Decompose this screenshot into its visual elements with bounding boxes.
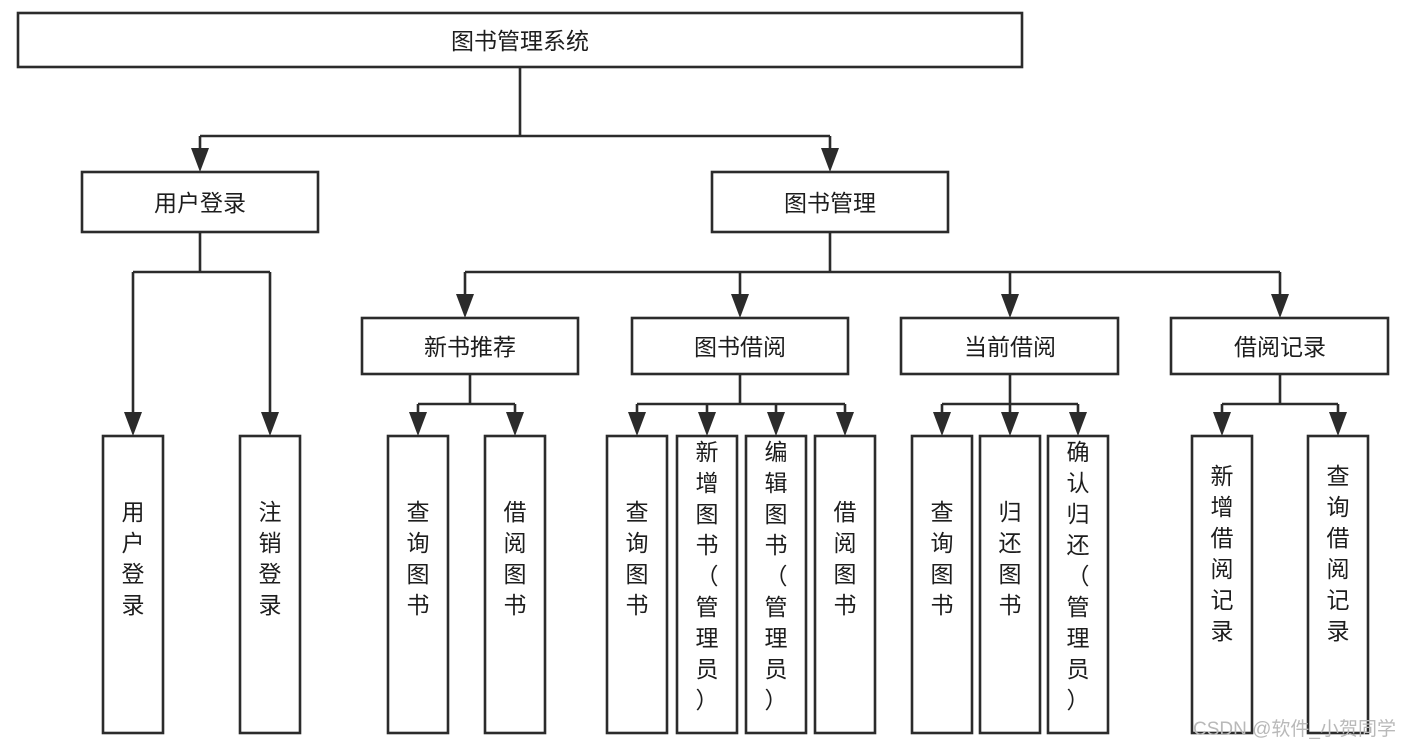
node-user-login-box[interactable] bbox=[80, 170, 320, 234]
node-new-book-rec[interactable]: 新书推荐 bbox=[360, 316, 580, 376]
arrow-to-new-book-rec bbox=[456, 294, 474, 318]
leaf-node-leaf-add-record[interactable]: 新增借阅记录 bbox=[1190, 434, 1254, 735]
leaf-user-logout-box[interactable] bbox=[238, 434, 302, 735]
node-book-manage[interactable]: 图书管理 bbox=[710, 170, 950, 234]
leaf-return-book-box[interactable] bbox=[978, 434, 1042, 735]
edge-borrowrecord-bus bbox=[1220, 374, 1340, 412]
leaf-query-book-1-label: 查询图书 bbox=[407, 499, 430, 618]
arrow-to-borrow-record bbox=[1271, 294, 1289, 318]
node-borrow-record-box[interactable] bbox=[1169, 316, 1390, 376]
arrow-to-leaf-query-book-3 bbox=[933, 412, 951, 436]
leaf-query-book-3-label: 查询图书 bbox=[931, 499, 954, 618]
edge-userlogin-bus bbox=[131, 232, 272, 412]
leaf-edit-book-label: 编辑图书（管理员） bbox=[765, 439, 788, 713]
node-borrow-record[interactable]: 借阅记录 bbox=[1169, 316, 1390, 376]
leaf-node-leaf-edit-book[interactable]: 编辑图书（管理员） bbox=[744, 434, 808, 735]
node-book-borrow-label: 图书借阅 bbox=[694, 334, 786, 360]
leaf-user-logout-label: 注销登录 bbox=[259, 499, 282, 618]
leaf-query-book-3-box[interactable] bbox=[910, 434, 974, 735]
arrow-to-user-login bbox=[191, 148, 209, 172]
leaf-node-leaf-user-login[interactable]: 用户登录 bbox=[101, 434, 165, 735]
leaf-user-login-box[interactable] bbox=[101, 434, 165, 735]
leaf-return-book-label: 归还图书 bbox=[999, 499, 1022, 618]
node-user-login[interactable]: 用户登录 bbox=[80, 170, 320, 234]
arrow-to-current-borrow bbox=[1001, 294, 1019, 318]
node-book-manage-label: 图书管理 bbox=[784, 190, 876, 216]
leaf-add-book-label: 新增图书（管理员） bbox=[696, 439, 719, 713]
arrow-to-leaf-borrow-book-1 bbox=[506, 412, 524, 436]
edge-newbook-bus bbox=[416, 374, 517, 412]
arrow-to-leaf-query-book-2 bbox=[628, 412, 646, 436]
arrow-to-leaf-return-book bbox=[1001, 412, 1019, 436]
leaf-query-book-1-box[interactable] bbox=[386, 434, 450, 735]
leaf-query-record-box[interactable] bbox=[1306, 434, 1370, 735]
leaf-confirm-return-label: 确认归还（管理员） bbox=[1067, 439, 1090, 713]
node-root[interactable]: 图书管理系统 bbox=[16, 11, 1024, 69]
node-book-borrow-box[interactable] bbox=[630, 316, 850, 376]
leaf-node-leaf-return-book[interactable]: 归还图书 bbox=[978, 434, 1042, 735]
leaf-query-book-2-label: 查询图书 bbox=[626, 499, 649, 618]
leaf-add-record-box[interactable] bbox=[1190, 434, 1254, 735]
leaf-nodes: 用户登录 注销登录 查询图书 借阅图书 查询图书 新 bbox=[101, 434, 1370, 735]
node-current-borrow-label: 当前借阅 bbox=[964, 334, 1056, 360]
node-root-label: 图书管理系统 bbox=[451, 28, 589, 54]
leaf-add-book-box[interactable] bbox=[675, 434, 739, 735]
leaf-node-leaf-user-logout[interactable]: 注销登录 bbox=[238, 434, 302, 735]
leaf-node-leaf-add-book[interactable]: 新增图书（管理员） bbox=[675, 434, 739, 735]
leaf-node-leaf-query-book-3[interactable]: 查询图书 bbox=[910, 434, 974, 735]
node-root-box[interactable] bbox=[16, 11, 1024, 69]
node-new-book-rec-box[interactable] bbox=[360, 316, 580, 376]
leaf-node-leaf-confirm-return[interactable]: 确认归还（管理员） bbox=[1046, 434, 1110, 735]
leaf-add-record-label: 新增借阅记录 bbox=[1211, 463, 1234, 644]
leaf-query-book-2-box[interactable] bbox=[605, 434, 669, 735]
leaf-query-record-label: 查询借阅记录 bbox=[1327, 463, 1350, 644]
node-current-borrow-box[interactable] bbox=[899, 316, 1120, 376]
arrow-to-leaf-borrow-book-2 bbox=[836, 412, 854, 436]
node-new-book-rec-label: 新书推荐 bbox=[424, 334, 516, 360]
node-book-borrow[interactable]: 图书借阅 bbox=[630, 316, 850, 376]
leaf-confirm-return-box[interactable] bbox=[1046, 434, 1110, 735]
connectors bbox=[124, 67, 1347, 436]
arrow-to-leaf-confirm-return bbox=[1069, 412, 1087, 436]
leaf-node-leaf-borrow-book-2[interactable]: 借阅图书 bbox=[813, 434, 877, 735]
leaf-borrow-book-2-label: 借阅图书 bbox=[834, 499, 857, 618]
edge-root-bus bbox=[198, 67, 832, 160]
arrow-to-leaf-add-record bbox=[1213, 412, 1231, 436]
leaf-borrow-book-1-label: 借阅图书 bbox=[504, 499, 527, 618]
leaf-borrow-book-2-box[interactable] bbox=[813, 434, 877, 735]
arrow-to-leaf-edit-book bbox=[767, 412, 785, 436]
edge-bookborrow-bus bbox=[635, 374, 847, 412]
leaf-borrow-book-1-box[interactable] bbox=[483, 434, 547, 735]
edge-currentborrow-bus bbox=[940, 374, 1080, 412]
leaf-edit-book-box[interactable] bbox=[744, 434, 808, 735]
arrow-to-book-manage bbox=[821, 148, 839, 172]
leaf-node-leaf-query-book-2[interactable]: 查询图书 bbox=[605, 434, 669, 735]
leaf-user-login-label: 用户登录 bbox=[122, 499, 145, 618]
node-current-borrow[interactable]: 当前借阅 bbox=[899, 316, 1120, 376]
arrow-to-leaf-add-book bbox=[698, 412, 716, 436]
arrow-to-book-borrow bbox=[731, 294, 749, 318]
leaf-node-leaf-query-book-1[interactable]: 查询图书 bbox=[386, 434, 450, 735]
arrow-to-leaf-user-logout bbox=[261, 412, 279, 436]
node-user-login-label: 用户登录 bbox=[154, 190, 246, 216]
leaf-node-leaf-borrow-book-1[interactable]: 借阅图书 bbox=[483, 434, 547, 735]
arrow-to-leaf-query-record bbox=[1329, 412, 1347, 436]
node-borrow-record-label: 借阅记录 bbox=[1234, 334, 1326, 360]
edge-bookmanage-bus bbox=[463, 232, 1282, 295]
arrow-to-leaf-query-book-1 bbox=[409, 412, 427, 436]
leaf-node-leaf-query-record[interactable]: 查询借阅记录 bbox=[1306, 434, 1370, 735]
csdn-watermark: CSDN @软件_小贺同学 bbox=[1193, 718, 1396, 740]
arrow-to-leaf-user-login bbox=[124, 412, 142, 436]
node-book-manage-box[interactable] bbox=[710, 170, 950, 234]
